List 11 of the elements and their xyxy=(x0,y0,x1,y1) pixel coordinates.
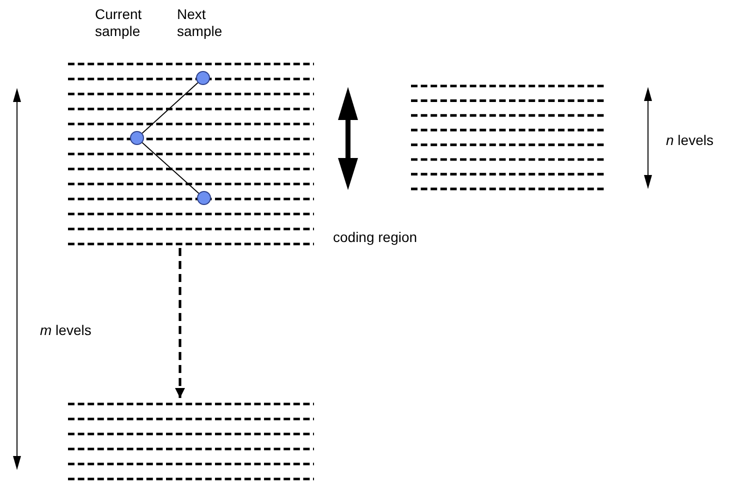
column-heading: Current sample xyxy=(95,6,143,40)
sample-dot xyxy=(130,131,144,145)
column-heading: Next sample xyxy=(177,6,224,40)
sample-dot xyxy=(197,191,211,205)
sample-dot xyxy=(196,71,210,85)
connector-line xyxy=(142,82,198,134)
dimension-label: n levels xyxy=(666,132,714,149)
connector-line xyxy=(142,142,200,194)
dimension-label: m levels xyxy=(40,322,92,339)
region-label: coding region xyxy=(333,229,418,246)
dashed-arrow xyxy=(175,248,185,398)
